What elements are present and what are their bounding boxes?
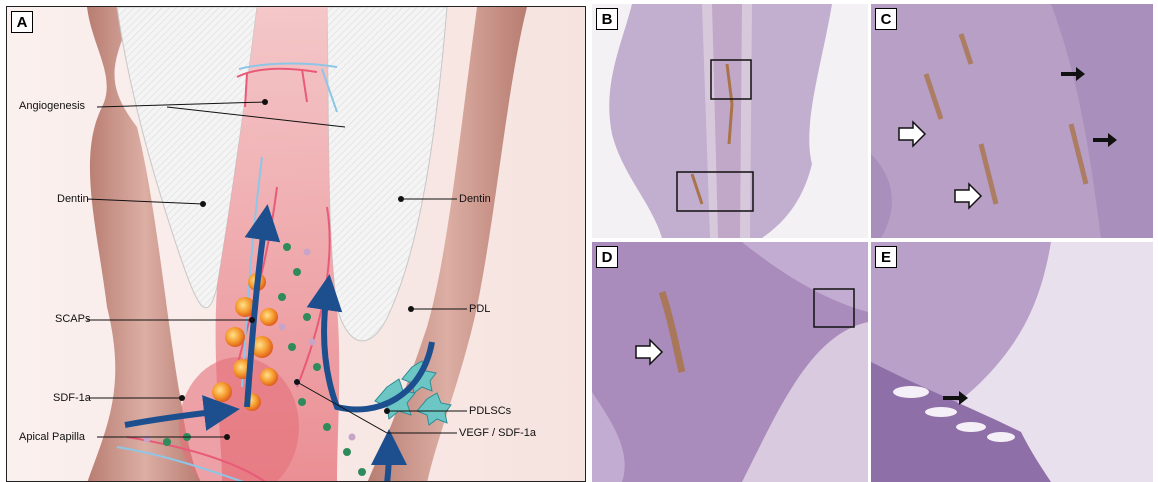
- label-sdf: SDF-1a: [53, 392, 91, 404]
- label-dentin-right: Dentin: [459, 193, 491, 205]
- label-pdlscs: PDLSCs: [469, 405, 511, 417]
- panel-e-letter: E: [875, 246, 897, 268]
- panel-b-image: [592, 4, 868, 238]
- label-angiogenesis: Angiogenesis: [19, 100, 85, 112]
- label-scaps: SCAPs: [55, 313, 90, 325]
- panel-b-histology: B: [592, 4, 868, 238]
- panel-c-letter: C: [875, 8, 897, 30]
- panel-e-image: [871, 242, 1153, 482]
- label-dentin-left: Dentin: [57, 193, 89, 205]
- panel-c-image: [871, 4, 1153, 238]
- panel-b-letter: B: [596, 8, 618, 30]
- label-vegf-sdf: VEGF / SDF-1a: [459, 427, 536, 439]
- label-pdl: PDL: [469, 303, 490, 315]
- panel-d-letter: D: [596, 246, 618, 268]
- panel-e-histology: E: [871, 242, 1153, 482]
- panel-d-image: [592, 242, 868, 482]
- panel-a-letter: A: [11, 11, 33, 33]
- panel-d-histology: D: [592, 242, 868, 482]
- panel-a-schematic: A: [6, 6, 586, 482]
- label-apical-papilla: Apical Papilla: [19, 431, 85, 443]
- panel-c-histology: C: [871, 4, 1153, 238]
